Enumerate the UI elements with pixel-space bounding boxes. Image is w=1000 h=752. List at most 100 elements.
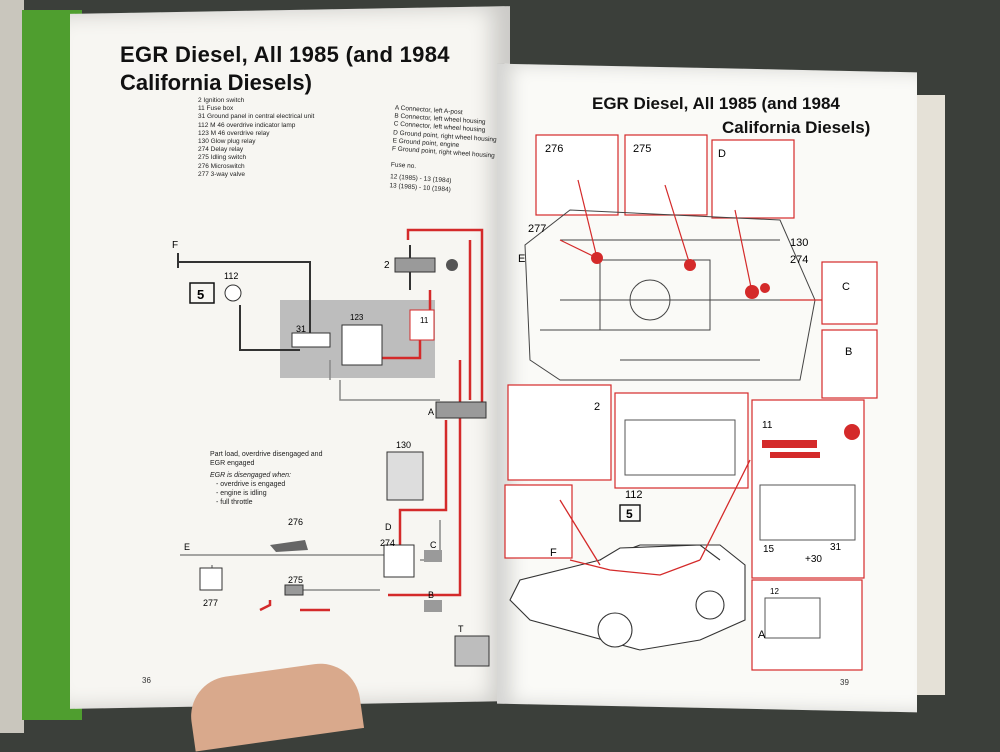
box-5-right [619,504,641,522]
left-page-title-line2: California Diesels) [120,70,312,95]
connector-b [424,600,442,612]
callout-12: 12 [770,587,779,596]
callout-277: 277 [528,223,546,235]
wiring-diagram: F 5 112 123 31 11 2 A 130 276 274 D C E … [172,228,490,667]
detail-box-instrument [614,392,749,489]
indicator-lamp-112 [224,284,242,302]
location-diagram: 276 275 D 277 E 130 274 C B 2 112 5 11 1… [504,134,878,671]
instrument-cluster [624,419,736,476]
note-line: Part load, overdrive disengaged and [210,451,323,458]
callout-276: 276 [545,143,563,155]
connector-block-a [764,597,821,639]
callout-11: 11 [762,420,773,431]
callout-274: 274 [790,254,808,266]
label-123: 123 [350,313,364,322]
label-275: 275 [288,575,303,585]
label-274: 274 [380,538,395,548]
box-5 [189,282,215,304]
leader-lines [559,179,825,301]
note-item: - engine is idling [216,490,267,497]
connector-c [424,550,442,562]
callout-c: C [842,281,850,293]
component-item: 31 Ground panel in central electrical un… [198,113,315,121]
right-page-title-line2: California Diesels) [722,118,871,137]
note-item: - overdrive is engaged [216,481,286,488]
highlight-spots [591,252,770,299]
connector-31 [291,332,331,348]
component-item: 276 Microswitch [198,162,245,170]
label-t: T [458,624,464,634]
delay-relay-274 [383,544,415,578]
callout-e: E [518,253,525,265]
callout-a: A [758,629,766,641]
note-line: EGR engaged [210,460,255,467]
detail-box-fusebox [751,399,865,579]
component-item: 277 3-way valve [198,170,245,178]
label-276: 276 [288,517,303,527]
car-wiring [559,459,751,576]
idling-switch-275 [284,584,304,596]
callout-275: 275 [633,143,651,155]
component-item: 130 Glow plug relay [198,138,256,146]
table-surface [0,0,24,733]
label-112: 112 [224,271,238,281]
detail-box-f [504,484,573,559]
book-photo: EGR Diesel, All 1985 (and 1984 Californi… [0,0,945,752]
component-item: 112 M 46 overdrive indicator lamp [198,121,296,129]
callout-f: F [550,547,557,559]
detail-box-2 [507,384,612,481]
label-277: 277 [203,598,218,608]
label-2: 2 [384,260,390,271]
ignition-switch [394,257,436,273]
right-page-number: 39 [840,678,849,687]
note-line: EGR is disengaged when: [210,472,291,479]
detail-box-group-bottom [504,384,865,671]
label-11: 11 [420,316,429,325]
label-c: C [430,540,437,550]
detail-box-group-top [535,134,795,219]
detail-box-d [711,139,795,219]
ground-block-t [454,635,490,667]
label-f: F [172,240,178,251]
valve-277 [199,567,223,591]
engine-bay-sketch [524,209,816,381]
detail-box-a [751,579,863,671]
callout-112: 112 [625,489,643,501]
glow-lamp [446,259,458,271]
label-d: D [385,522,392,532]
label-b: B [428,590,434,600]
detail-box-276 [535,134,619,216]
label-130: 130 [396,440,411,450]
car-outline [509,544,746,651]
component-item: 2 Ignition switch [198,97,245,104]
glow-plug-relay-130 [386,451,424,501]
label-box-5: 5 [197,287,204,302]
component-item: 123 M 46 overdrive relay [198,129,270,137]
component-item: 275 Idling switch [198,154,247,162]
left-page-title-line1: EGR Diesel, All 1985 (and 1984 [120,42,450,67]
fuse-11 [409,309,435,341]
callout-box-5: 5 [626,507,633,521]
relay-123 [341,324,383,366]
label-31: 31 [296,324,306,334]
fuse-box-body [759,484,856,541]
callout-b: B [845,346,852,358]
label-a: A [428,407,434,417]
component-item: 11 Fuse box [198,105,234,113]
detail-box-b [821,329,878,399]
detail-box-c [821,261,878,325]
detail-box-group-right [821,261,878,399]
label-e: E [184,542,190,552]
callout-130: 130 [790,237,808,249]
callout-15: 15 [763,544,775,555]
component-legend: 2 Ignition switch 11 Fuse box 31 Ground … [198,97,314,179]
note-item: - full throttle [216,499,253,506]
callout-d: D [718,148,726,160]
microswitch-276 [270,540,308,552]
connector-a [435,401,487,419]
right-page-title-line1: EGR Diesel, All 1985 (and 1984 [592,94,840,113]
callout-2: 2 [594,401,600,413]
fuse-row-highlight [762,424,860,458]
left-page-number: 36 [142,676,151,685]
operating-note: Part load, overdrive disengaged and EGR … [210,450,322,507]
